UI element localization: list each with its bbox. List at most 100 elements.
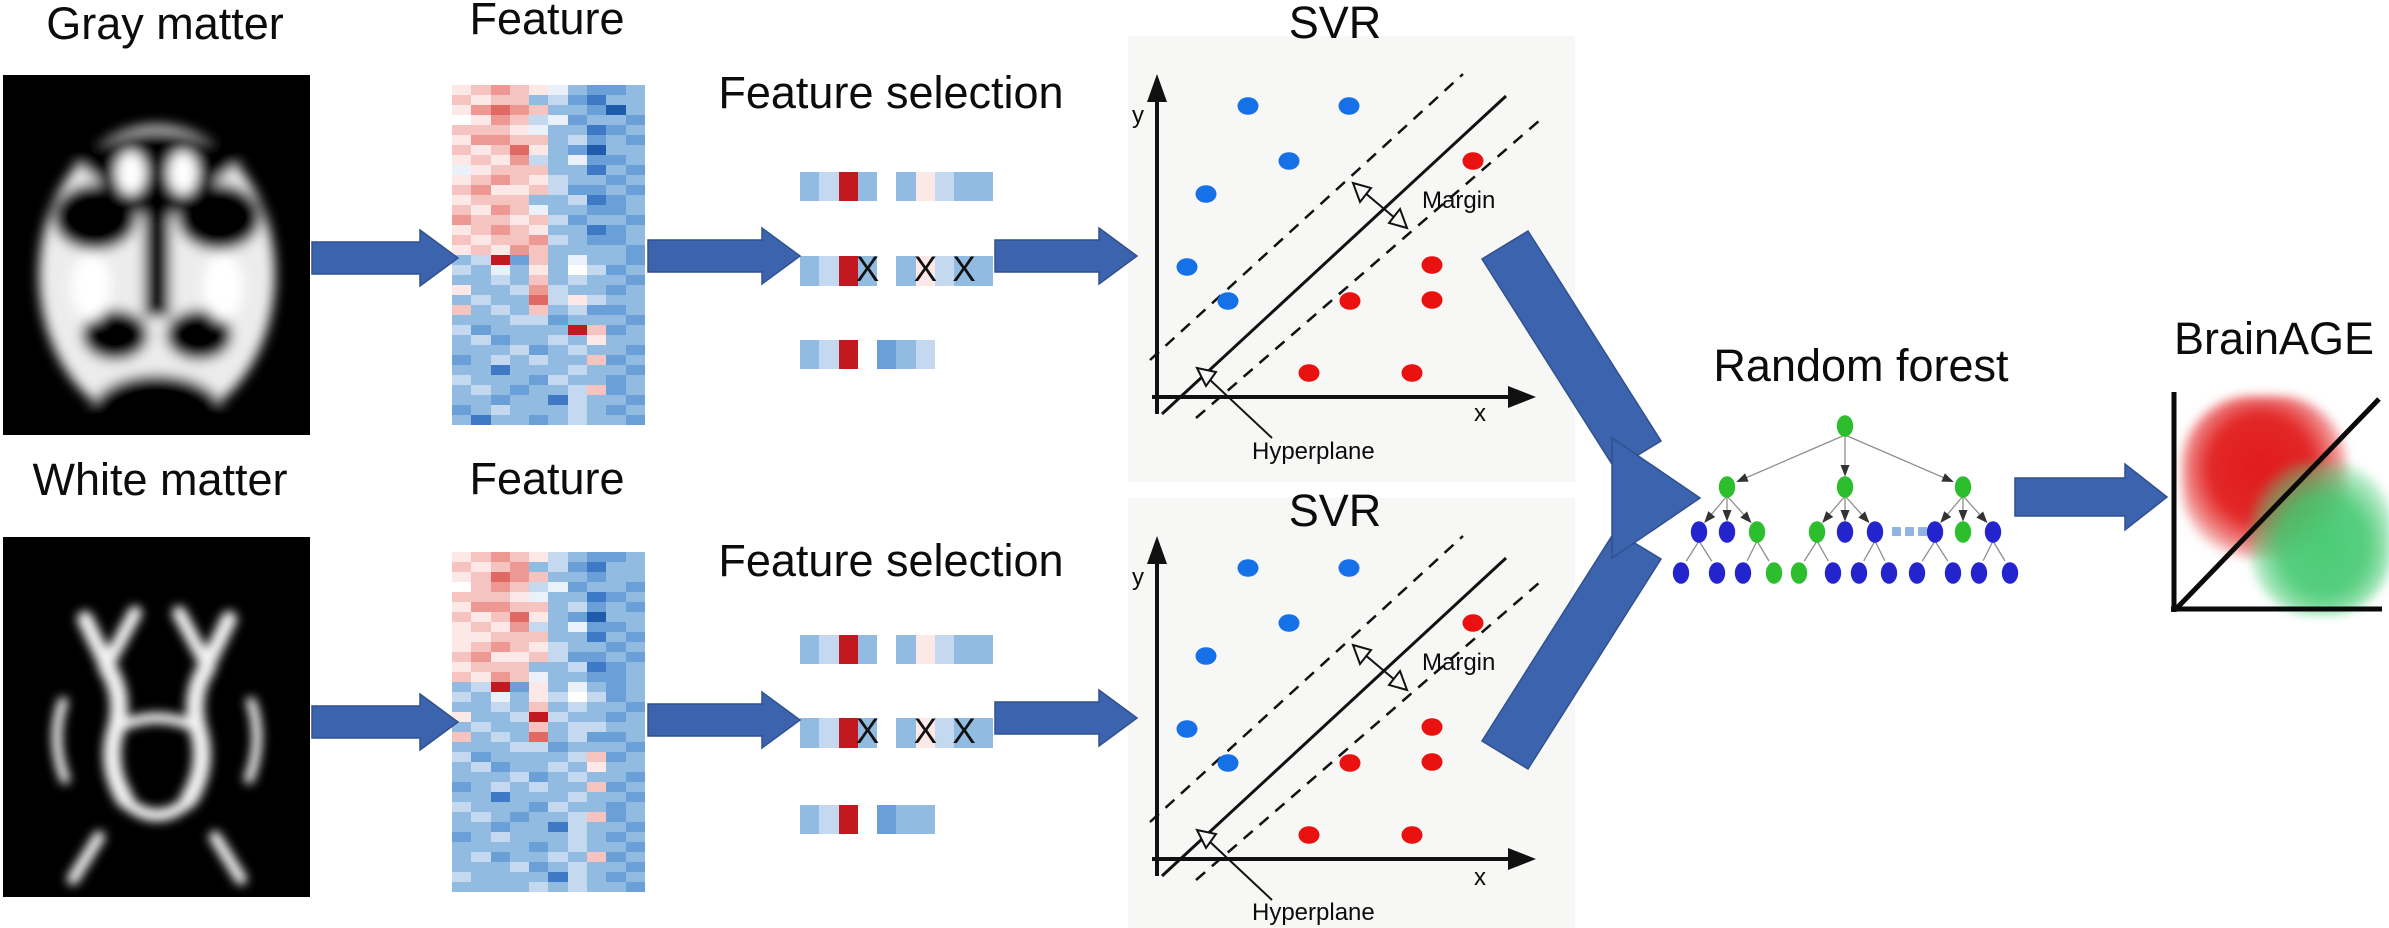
- heatmap-cell: [509, 305, 530, 315]
- heatmap-cell: [509, 552, 530, 562]
- heatmap-cell: [606, 355, 626, 365]
- heatmap-cell: [548, 95, 568, 105]
- heatmap-cell: [587, 552, 607, 562]
- heatmap-cell: [606, 145, 626, 155]
- heatmap-cell: [529, 145, 549, 155]
- heatmap-row: [452, 415, 645, 425]
- heatmap-cell: [490, 552, 510, 562]
- heatmap-cell: [625, 375, 645, 385]
- heatmap-cell: [471, 225, 491, 235]
- heatmap-cell: [587, 265, 607, 275]
- x-axis-label-top: x: [1474, 400, 1486, 427]
- heatmap-cell: [587, 155, 607, 165]
- heatmap-cell: [509, 732, 530, 742]
- heatmap-cell: [606, 852, 626, 862]
- heatmap-cell: [548, 185, 568, 195]
- heatmap-row: [452, 295, 645, 305]
- heatmap-cell: [625, 355, 645, 365]
- heatmap-row: [452, 265, 645, 275]
- heatmap-cell: [509, 165, 530, 175]
- tree-ellipsis-icon: [1918, 527, 1927, 536]
- heatmap-cell: [548, 265, 568, 275]
- heatmap-cell: [587, 415, 607, 425]
- brainage-green-region: [2250, 462, 2389, 614]
- heatmap-row: [452, 772, 645, 782]
- heatmap-cell: [471, 395, 491, 405]
- gray-matter-label: Gray matter: [46, 0, 284, 49]
- heatmap-cell: [509, 195, 530, 205]
- excluded-feature-x-mark: X: [855, 250, 880, 289]
- heatmap-cell: [452, 552, 472, 562]
- strip-cell: [877, 256, 897, 286]
- strip-cell: [973, 172, 993, 201]
- heatmap-row: [452, 285, 645, 295]
- heatmap-cell: [567, 205, 588, 215]
- strip-cell: [973, 635, 993, 664]
- heatmap-cell: [490, 702, 510, 712]
- heatmap-cell: [567, 335, 588, 345]
- heatmap-cell: [490, 285, 510, 295]
- heatmap-cell: [587, 882, 607, 892]
- heatmap-cell: [587, 672, 607, 682]
- heatmap-cell: [452, 95, 472, 105]
- margin-line-lower: [1195, 581, 1541, 881]
- heatmap-cell: [509, 652, 530, 662]
- heatmap-cell: [606, 832, 626, 842]
- heatmap-cell: [509, 235, 530, 245]
- heatmap-cell: [529, 602, 549, 612]
- strip-cell: [896, 805, 916, 834]
- heatmap-cell: [606, 802, 626, 812]
- heatmap-cell: [471, 95, 491, 105]
- tree-edge: [1726, 495, 1752, 524]
- heatmap-cell: [625, 632, 645, 642]
- heatmap-cell: [452, 822, 472, 832]
- svr-point-red: [1339, 754, 1361, 772]
- heatmap-cell: [548, 165, 568, 175]
- heatmap-cell: [509, 662, 530, 672]
- heatmap-cell: [452, 245, 472, 255]
- heatmap-cell: [490, 115, 510, 125]
- heatmap-cell: [587, 145, 607, 155]
- heatmap-cell: [548, 782, 568, 792]
- heatmap-cell: [471, 872, 491, 882]
- heatmap-cell: [471, 295, 491, 305]
- heatmap-cell: [509, 842, 530, 852]
- heatmap-cell: [606, 365, 626, 375]
- heatmap-cell: [567, 375, 588, 385]
- heatmap-cell: [452, 235, 472, 245]
- heatmap-cell: [548, 175, 568, 185]
- feature-selection-label-bottom: Feature selection: [718, 535, 1064, 586]
- heatmap-cell: [452, 782, 472, 792]
- heatmap-cell: [529, 415, 549, 425]
- heatmap-cell: [606, 612, 626, 622]
- heatmap-cell: [625, 802, 645, 812]
- converging-arrow-top: [1480, 229, 1663, 471]
- heatmap-cell: [606, 125, 626, 135]
- heatmap-cell: [587, 772, 607, 782]
- heatmap-cell: [529, 852, 549, 862]
- random-forest-label: Random forest: [1713, 340, 2009, 391]
- heatmap-cell: [452, 305, 472, 315]
- heatmap-cell: [548, 592, 568, 602]
- heatmap-cell: [587, 95, 607, 105]
- hyperplane-callout-line: [1207, 377, 1273, 439]
- heatmap-cell: [471, 782, 491, 792]
- heatmap-row: [452, 642, 645, 652]
- heatmap-cell: [548, 642, 568, 652]
- strip-cell: [838, 718, 858, 748]
- heatmap-cell: [529, 592, 549, 602]
- tree-edge: [1874, 540, 1886, 561]
- heatmap-row: [452, 325, 645, 335]
- strip-cell: [915, 635, 936, 664]
- svr-point-blue: [1278, 614, 1300, 632]
- heatmap-cell: [471, 195, 491, 205]
- heatmap-cell: [625, 772, 645, 782]
- heatmap-cell: [471, 215, 491, 225]
- heatmap-cell: [490, 135, 510, 145]
- strip-cell: [896, 340, 916, 369]
- heatmap-cell: [509, 225, 530, 235]
- feature-selection-strip: [800, 718, 993, 748]
- heatmap-cell: [471, 175, 491, 185]
- heatmap-cell: [625, 712, 645, 722]
- heatmap-cell: [567, 682, 588, 692]
